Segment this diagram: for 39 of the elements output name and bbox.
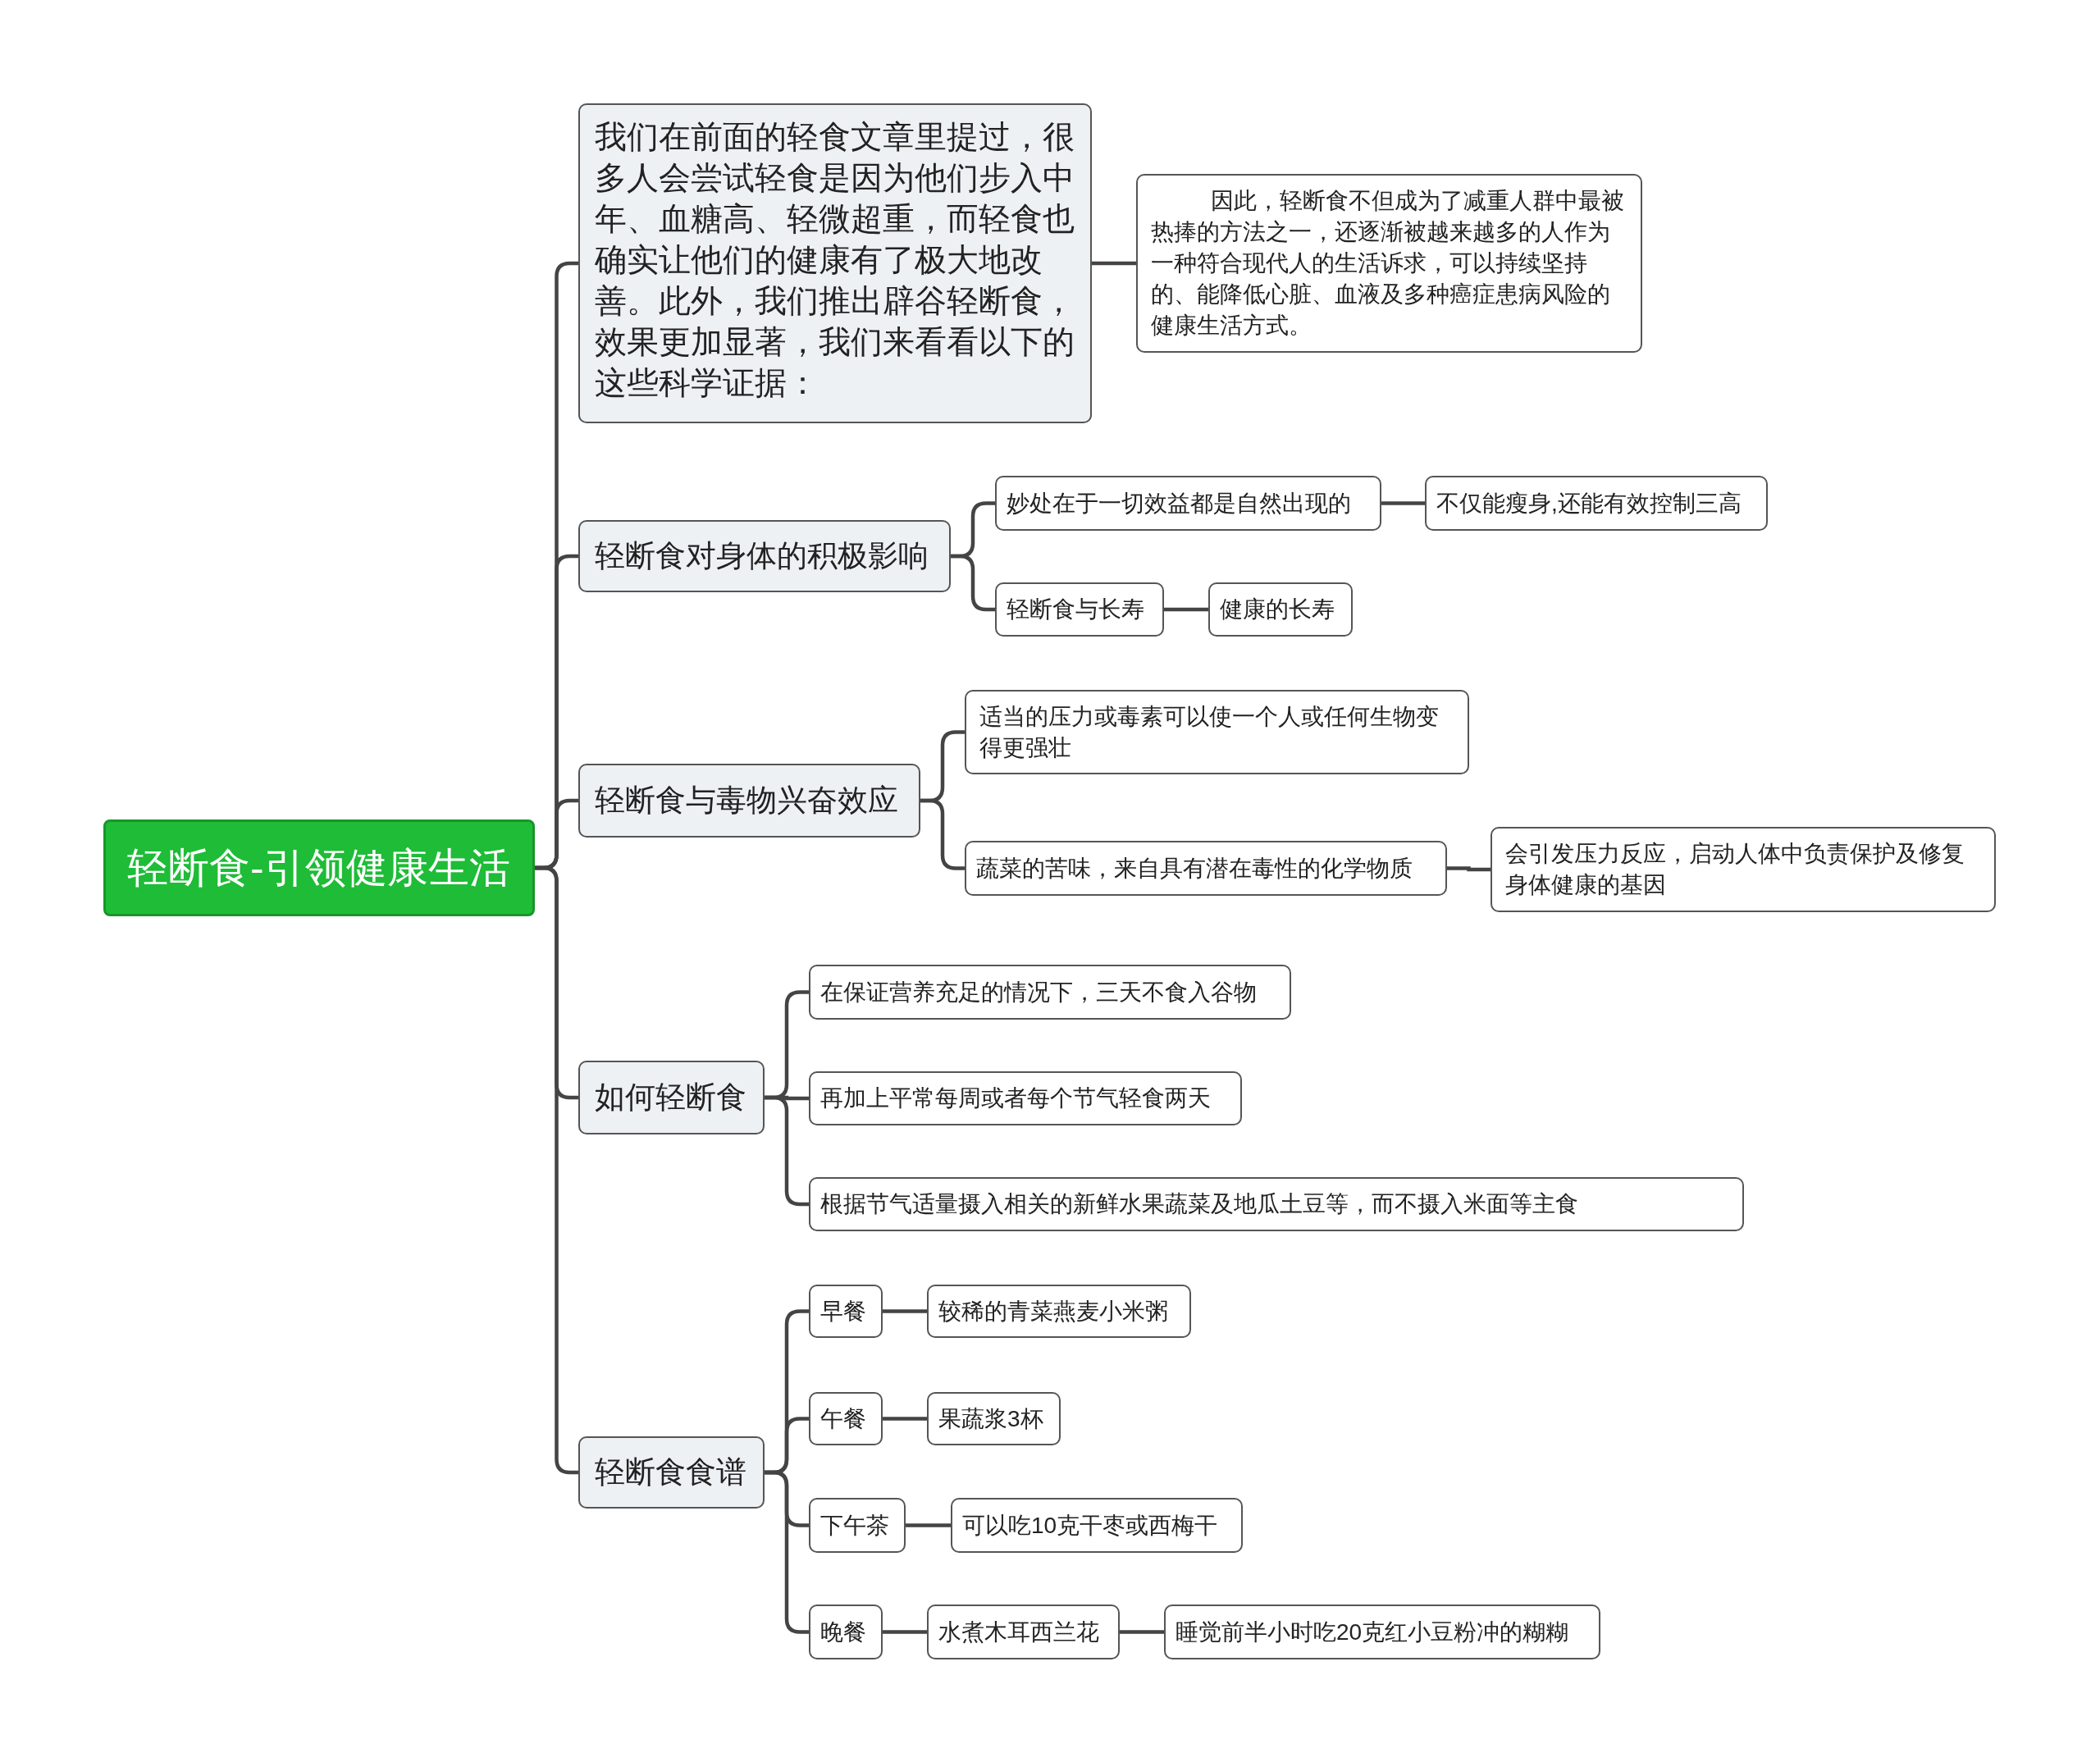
connector-line [883,1630,927,1634]
topic-box: 轻断食对身体的积极影响 [578,520,951,592]
topic-box: 轻断食与毒物兴奋效应 [578,764,920,838]
subtopic-box: 午餐 [809,1392,883,1445]
subtopic-box: 健康的长寿 [1208,582,1353,637]
connector-line [920,798,965,870]
topic-box: 如何轻断食 [578,1061,765,1134]
connector-line [1381,501,1425,505]
connector-line [1120,1630,1164,1634]
subtopic-box: 再加上平常每周或者每个节气轻食两天 [809,1071,1242,1125]
connector-line [1447,866,1491,872]
connector-line [535,865,578,1475]
subtopic-box: 在保证营养充足的情况下，三天不食入谷物 [809,965,1291,1020]
subtopic-box: 轻断食与长寿 [995,582,1164,637]
connector-line [765,1470,809,1634]
connector-line [883,1309,927,1313]
subtopic-box: 睡觉前半小时吃20克红小豆粉冲的糊糊 [1164,1605,1600,1659]
subtopic-box: 根据节气适量摄入相关的新鲜水果蔬菜及地瓜土豆等，而不摄入米面等主食 [809,1177,1744,1231]
subtopic-box: 较稀的青菜燕麦小米粥 [927,1285,1191,1338]
subtopic-box: 不仅能瘦身,还能有效控制三高 [1425,476,1768,531]
central-topic-box: 轻断食-引领健康生活 [103,819,535,916]
subtopic-box: 妙处在于一切效益都是自然出现的 [995,476,1381,531]
subtopic-box: 晚餐 [809,1605,883,1659]
subtopic-box: 果蔬浆3杯 [927,1392,1061,1445]
topic-box: 我们在前面的轻食文章里提过，很多人会尝试轻食是因为他们步入中年、血糖高、轻微超重，而轻食也确实让他们的健康有了极大地改善。此外，我们推出辟谷轻断食，效果更加显著，我们来看看以下的这些科学证据： [578,103,1092,423]
note-box: 因此，轻断食不但成为了减重人群中最被热捧的方法之一，还逐渐被越来越多的人作为一种符合现代人的生活诉求，可以持续坚持的、能降低心脏、血液及多种癌症患病风险的健康生活方式。 [1136,174,1642,353]
connector-line [1092,261,1136,266]
connector-line [765,1095,809,1207]
connector-line [1164,607,1208,612]
subtopic-box: 水煮木耳西兰花 [927,1605,1120,1659]
topic-box: 轻断食食谱 [578,1436,765,1509]
connector-line [906,1523,951,1527]
subtopic-box: 下午茶 [809,1498,906,1553]
subtopic-box: 早餐 [809,1285,883,1338]
subtopic-box: 可以吃10克干枣或西梅干 [951,1498,1243,1553]
connector-line [883,1417,927,1421]
subtopic-box: 适当的压力或毒素可以使一个人或任何生物变得更强壮 [965,690,1469,774]
subtopic-box: 蔬菜的苦味，来自具有潜在毒性的化学物质 [965,841,1447,896]
subtopic-box: 会引发压力反应，启动人体中负责保护及修复身体健康的基因 [1491,827,1996,912]
